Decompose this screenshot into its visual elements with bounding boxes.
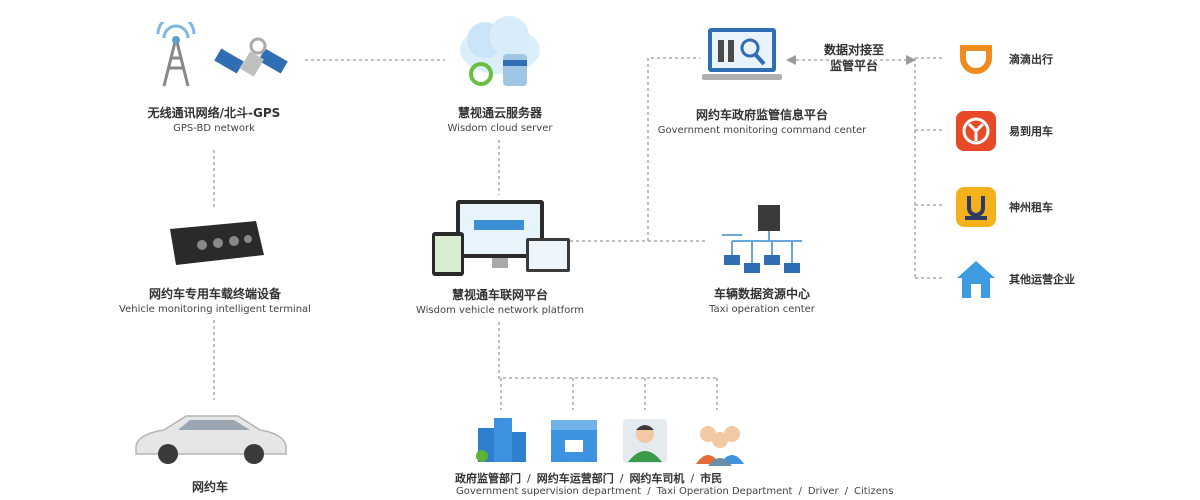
- satellite-icon: [214, 37, 288, 77]
- cloud-title: 慧视通云服务器: [457, 106, 542, 120]
- brand-label: 滴滴出行: [1009, 53, 1053, 66]
- monitor-chart-icon: [702, 28, 782, 80]
- gps-subtitle: GPS-BD network: [173, 123, 255, 134]
- car-icon: [135, 415, 287, 464]
- gov-subtitle: Government monitoring command center: [657, 125, 867, 136]
- user-group-label-en: Citizens: [854, 486, 894, 497]
- user-group-label-en: Taxi Operation Department: [656, 486, 793, 497]
- cell-tower-icon: [156, 22, 196, 87]
- platform-subtitle: Wisdom vehicle network platform: [415, 305, 585, 316]
- terminal-title: 网约车专用车载终端设备: [148, 287, 281, 301]
- cloud-server-icon: [460, 16, 540, 86]
- user-groups-cn: 政府监管部门 / 网约车运营部门 / 网约车司机 / 市民: [455, 470, 722, 486]
- user-groups-en: Government supervision department / Taxi O…: [456, 486, 893, 497]
- yidao-logo-icon: [956, 111, 996, 151]
- brand-label: 易到用车: [1009, 125, 1053, 138]
- arrow-left-icon: [786, 55, 796, 65]
- separator: /: [844, 486, 849, 497]
- separator: /: [619, 472, 624, 485]
- separator: /: [647, 486, 651, 497]
- gps-title: 无线通讯网络/北斗-GPS: [147, 106, 281, 120]
- brand-others: 其他运营企业: [955, 258, 1075, 300]
- user-group-label: 网约车司机: [629, 472, 685, 485]
- terminal-subtitle: Vehicle monitoring intelligent terminal: [119, 304, 311, 315]
- separator: /: [527, 472, 531, 485]
- citizens-icon: [696, 426, 744, 466]
- taxi-center-title: 车辆数据资源中心: [713, 287, 810, 301]
- car-title: 网约车: [191, 480, 228, 494]
- separator: /: [798, 486, 802, 497]
- platform-title: 慧视通车联网平台: [451, 288, 548, 302]
- driver-icon: [623, 419, 667, 463]
- vehicle-terminal-icon: [170, 221, 264, 265]
- operations-building-icon: [551, 420, 597, 462]
- brand-didi: 滴滴出行: [955, 38, 1053, 80]
- gov-title: 网约车政府监管信息平台: [695, 108, 828, 122]
- network-server-icon: [722, 205, 802, 273]
- user-group-label: 市民: [700, 472, 723, 485]
- data-link-label: 数据对接至 监管平台: [806, 42, 902, 74]
- user-group-label-en: Government supervision department: [456, 486, 642, 497]
- data-link-label-line1: 数据对接至: [823, 43, 884, 57]
- data-link-label-line2: 监管平台: [829, 59, 878, 73]
- brand-label: 神州租车: [1009, 201, 1053, 214]
- separator: /: [690, 472, 695, 485]
- taxi-center-subtitle: Taxi operation center: [709, 304, 815, 315]
- brand-yidao: 易到用车: [955, 110, 1053, 152]
- user-group-label-en: Driver: [807, 486, 839, 497]
- user-group-label: 政府监管部门: [455, 472, 521, 485]
- government-buildings-icon: [476, 418, 526, 462]
- brand-label: 其他运营企业: [1009, 273, 1075, 286]
- house-icon: [957, 261, 995, 298]
- arrow-right-icon: [906, 55, 916, 65]
- cloud-subtitle: Wisdom cloud server: [447, 123, 553, 134]
- link-platform-users: [498, 322, 717, 379]
- shenzhou-logo-icon: [956, 187, 996, 227]
- multi-device-icon: [432, 200, 570, 276]
- user-group-label: 网约车运营部门: [536, 472, 614, 485]
- didi-logo-icon: [960, 45, 992, 74]
- link-platform-gov: [570, 57, 700, 242]
- brand-shenzhou: 神州租车: [955, 186, 1053, 228]
